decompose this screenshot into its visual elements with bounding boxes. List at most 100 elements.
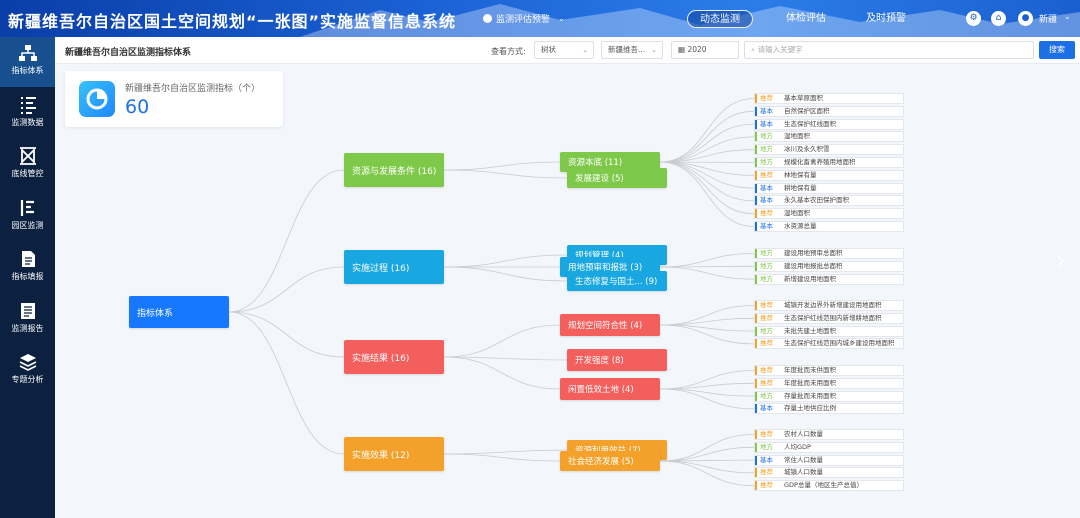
- tab-health-check[interactable]: 体检评估: [786, 13, 826, 24]
- indicator-tag: 推荐: [760, 313, 773, 322]
- indicator-name: 未批先建土地面积: [784, 326, 836, 335]
- tab-early-warning[interactable]: 及时预警: [866, 13, 906, 24]
- indicator-leaf[interactable]: 推荐城镇人口数量: [754, 467, 904, 479]
- tag-bar: [755, 468, 757, 478]
- tag-bar: [755, 339, 757, 349]
- page-title: 新疆维吾尔自治区监测指标体系: [65, 48, 192, 58]
- tree-branch-node[interactable]: 实施过程 (16): [344, 250, 444, 284]
- tree-branch-node[interactable]: 实施结果 (16): [344, 340, 444, 374]
- indicator-count-card: 新疆维吾尔自治区监测指标（个） 60: [65, 71, 283, 127]
- tree-edge: [659, 317, 755, 326]
- sidebar-item-park-monitoring[interactable]: 园区监测: [0, 192, 55, 242]
- indicator-leaf[interactable]: 基本自然保护区面积: [754, 105, 904, 117]
- tree-edge: [659, 265, 755, 268]
- tree-edge: [659, 161, 755, 227]
- indicator-name: 城镇开发边界外新增建设用地面积: [784, 301, 882, 309]
- indicator-leaf[interactable]: 推荐城镇开发边界外新增建设用地面积: [754, 300, 904, 311]
- sidebar-item-indicator-fill[interactable]: 指标填报: [0, 243, 55, 293]
- tree-edge: [443, 254, 568, 268]
- tree-child-node[interactable]: 生态修复与国土... (9): [567, 271, 667, 291]
- tree-edge: [659, 388, 755, 397]
- park-icon: [20, 200, 34, 216]
- user-menu-chevron-icon[interactable]: ⌄: [1064, 12, 1071, 21]
- indicator-tag: 地方: [760, 326, 773, 335]
- search-icon: ⌕: [751, 45, 758, 54]
- indicator-leaf[interactable]: 地方湿地面积: [754, 131, 904, 143]
- indicator-leaf[interactable]: 地方规模化畜禽养殖用地面积: [754, 157, 904, 168]
- indicator-leaf[interactable]: 推荐年度批而未用面积: [754, 377, 904, 389]
- search-button[interactable]: 搜索: [1039, 41, 1075, 59]
- indicator-leaf[interactable]: 基本存量土地供应比例: [754, 403, 904, 415]
- sidebar-item-topic-analysis[interactable]: 专题分析: [0, 346, 55, 396]
- indicator-leaf[interactable]: 地方 未批先建土地面积: [754, 325, 904, 337]
- indicator-leaf[interactable]: 推荐基本草原面积: [754, 93, 904, 104]
- region-select[interactable]: 新疆维吾... ⌄: [601, 41, 663, 59]
- tree-child-node[interactable]: 资源本底 (11): [560, 152, 660, 172]
- sidebar-item-label: 监测数据: [11, 118, 44, 127]
- tree-branch-node[interactable]: 实施效果 (12): [344, 437, 444, 471]
- tree-child-node[interactable]: 发展建设 (5): [567, 168, 667, 188]
- indicator-tag: 地方: [760, 145, 773, 154]
- indicator-name: 规模化畜禽养殖用地面积: [784, 158, 856, 166]
- indicator-name: 湿地面积: [784, 132, 810, 141]
- indicator-leaf[interactable]: 基本生态保护红线面积: [754, 118, 904, 130]
- chevron-right-icon[interactable]: ›: [1056, 246, 1066, 274]
- tab-dynamic-monitoring[interactable]: 动态监测: [687, 10, 753, 28]
- sidebar-item-monitoring-report[interactable]: 监测报告: [0, 295, 55, 345]
- module-select[interactable]: 监测评估预警 ⌄: [483, 12, 565, 25]
- tree-edge: [659, 253, 755, 268]
- indicator-leaf[interactable]: 基本水资源总量: [754, 221, 904, 232]
- indicator-leaf[interactable]: 基本耕地保有量: [754, 182, 904, 194]
- indicator-name: 耕地保有量: [784, 183, 817, 192]
- tag-bar: [755, 209, 757, 219]
- indicator-tag: 地方: [760, 249, 773, 257]
- indicator-leaf[interactable]: 地方建设用地报批总面积: [754, 260, 904, 272]
- tree-edge: [659, 266, 755, 280]
- view-mode-label: 查看方式:: [491, 47, 526, 56]
- tag-bar: [755, 404, 757, 414]
- indicator-name: 永久基本农田保护面积: [784, 196, 849, 205]
- tag-bar: [755, 261, 757, 271]
- user-name[interactable]: 新疆: [1039, 15, 1058, 25]
- indicator-leaf[interactable]: 基本永久基本农田保护面积: [754, 195, 904, 207]
- sidebar-item-bottomline-control[interactable]: 底线管控: [0, 140, 55, 190]
- tree-edge: [443, 266, 568, 282]
- indicator-name: 城镇人口数量: [784, 468, 823, 477]
- indicator-leaf[interactable]: 地方建设用地预审总面积: [754, 248, 904, 259]
- indicator-leaf[interactable]: 推荐年度批而未供面积: [754, 365, 904, 376]
- indicator-leaf[interactable]: 推荐农村人口数量: [754, 429, 904, 440]
- indicator-tag: 地方: [760, 442, 773, 451]
- indicator-leaf[interactable]: 基本常住人口数量: [754, 454, 904, 466]
- indicator-leaf[interactable]: 推荐生态保护红线范围内城乡建设用地面积: [754, 338, 904, 350]
- indicator-leaf[interactable]: 推荐湿地面积: [754, 208, 904, 220]
- tree-child-node[interactable]: 开发强度 (8): [567, 349, 667, 371]
- tree-branch-node[interactable]: 资源与发展条件 (16): [344, 153, 444, 187]
- home-icon[interactable]: ⌂: [991, 11, 1006, 26]
- view-mode-select[interactable]: 树状 ⌄: [534, 41, 594, 59]
- sidebar-item-label: 指标填报: [11, 272, 44, 281]
- sidebar-item-monitoring-data[interactable]: 监测数据: [0, 89, 55, 139]
- sidebar-item-label: 园区监测: [11, 221, 44, 230]
- tree-child-node[interactable]: 规划空间符合性 (4): [560, 314, 660, 336]
- settings-icon[interactable]: ⚙: [966, 11, 981, 26]
- indicator-leaf[interactable]: 地方新增建设用地面积: [754, 273, 904, 285]
- tag-bar: [755, 442, 757, 452]
- tree-root-node[interactable]: 指标体系: [129, 296, 229, 328]
- sidebar-item-label: 底线管控: [11, 169, 44, 178]
- tree-child-node[interactable]: 闲置低效土地 (4): [560, 378, 660, 400]
- sidebar-item-indicator-system[interactable]: 指标体系: [0, 37, 55, 87]
- tree-edge: [659, 161, 755, 163]
- tag-bar: [755, 326, 757, 336]
- indicator-leaf[interactable]: 地方冰川及永久积雪: [754, 144, 904, 156]
- search-input[interactable]: ⌕ 请输入关键字: [744, 41, 1034, 59]
- indicator-leaf[interactable]: 推荐林地保有量: [754, 169, 904, 181]
- indicator-leaf[interactable]: 地方存量批而未用面积: [754, 390, 904, 402]
- indicator-leaf[interactable]: 推荐生态保护红线范围内新增耕地面积: [754, 312, 904, 324]
- user-icon[interactable]: ●: [1018, 11, 1033, 26]
- year-picker[interactable]: ▦ 2020: [671, 41, 739, 59]
- tree-child-node[interactable]: 社会经济发展 (5): [560, 451, 660, 471]
- sidebar-item-label: 专题分析: [11, 375, 44, 384]
- indicator-leaf[interactable]: 地方人均GDP: [754, 441, 904, 453]
- tree-edge: [659, 161, 755, 189]
